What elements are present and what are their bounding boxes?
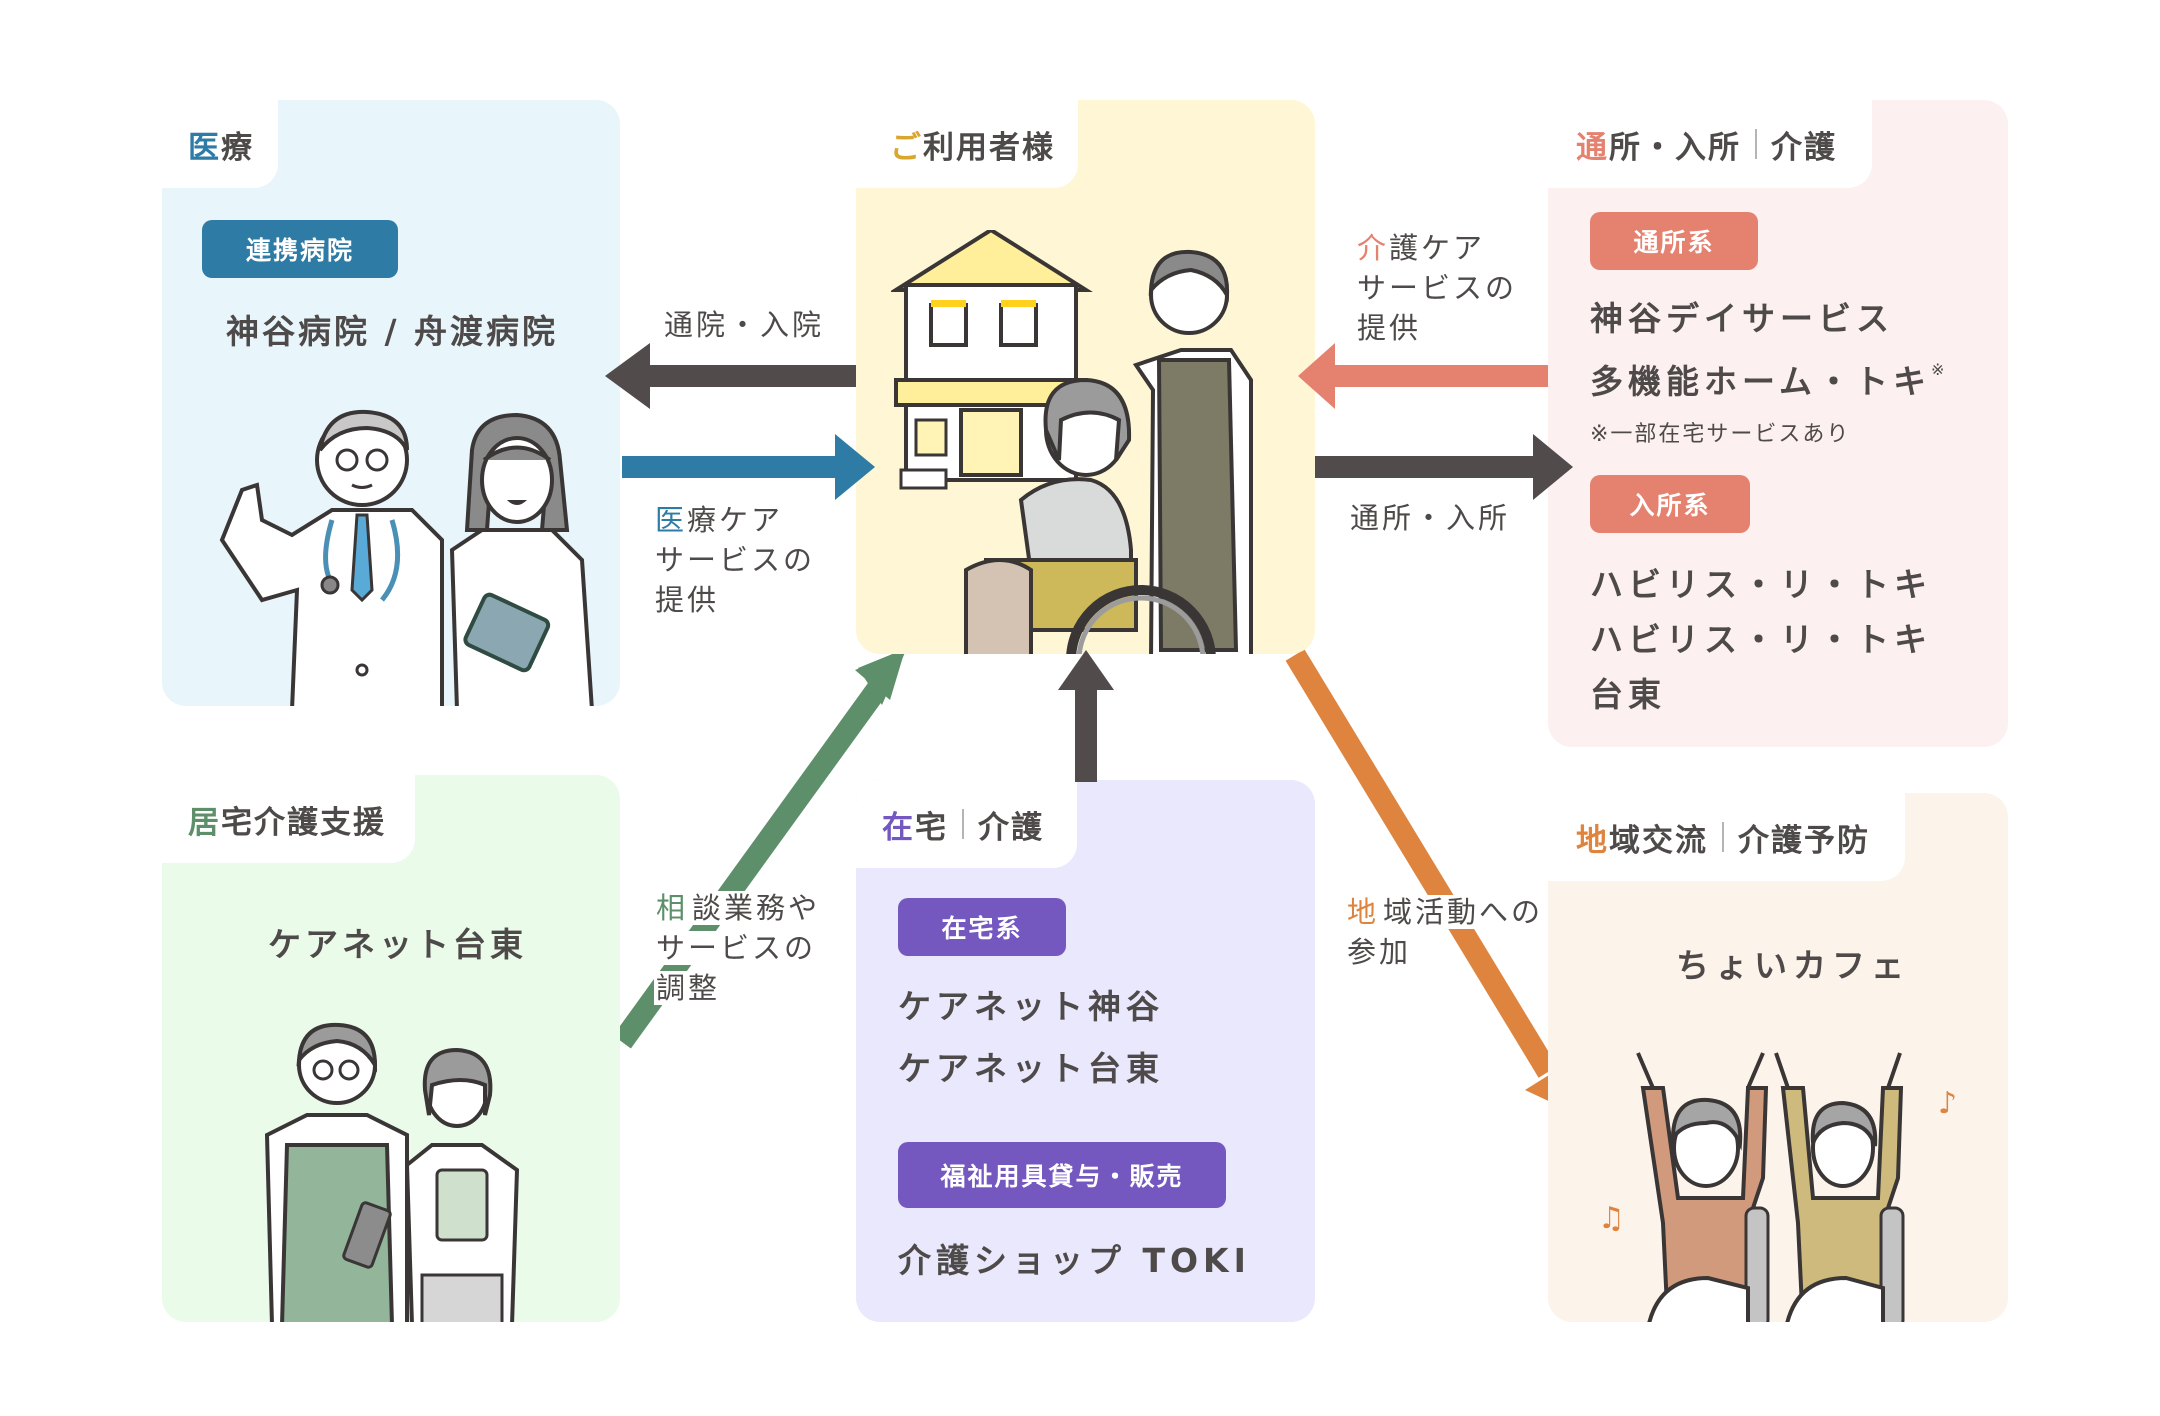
title-rest: 療 — [221, 129, 254, 166]
title-rest-1: 所・入所 — [1609, 129, 1741, 166]
home-item-1: ケアネット神谷 — [898, 987, 1164, 1026]
panel-home-title: 在宅介護 — [856, 780, 1077, 868]
label-day-stay: 通所・入所 — [1350, 501, 1511, 535]
title-accent: 通 — [1576, 129, 1609, 166]
title-separator — [962, 809, 964, 839]
panel-medical-title: 医療 — [162, 100, 278, 188]
label-hospital-visit: 通院・入院 — [664, 308, 825, 342]
panel-daycare: 通所・入所介護 通所系 神谷デイサービス 多機能ホーム・トキ※ ※一部在宅サービ… — [1548, 100, 2008, 747]
title-accent: 在 — [882, 809, 915, 846]
panel-medical: 医療 連携病院 神谷病院 / 舟渡病院 — [162, 100, 620, 706]
panel-daycare-title: 通所・入所介護 — [1548, 100, 1872, 188]
panel-homecare-support: 居宅介護支援 ケアネット台東 — [162, 775, 620, 1322]
label-line-2: サービスの — [1357, 271, 1518, 305]
panel-homecare-support-title: 居宅介護支援 — [162, 775, 415, 863]
label-nursing-care: 介護ケア サービスの 提供 — [1357, 228, 1517, 348]
label-line-1: 談業務や — [690, 891, 823, 925]
title-accent: ご — [890, 129, 923, 166]
title-rest-2: 介護予防 — [1738, 822, 1870, 859]
label-accent: 介 — [1357, 231, 1390, 265]
label-accent: 地 — [1345, 895, 1382, 929]
arrow-home-to-user — [1058, 650, 1114, 782]
arrow-nursing-care — [1298, 343, 1548, 409]
arrow-day-stay — [1315, 434, 1573, 500]
badge-day-services: 通所系 — [1590, 212, 1758, 270]
badge-home-services: 在宅系 — [898, 898, 1066, 956]
title-rest-1: 域交流 — [1609, 822, 1708, 859]
day-item-1: 神谷デイサービス — [1590, 299, 1894, 338]
title-rest: 利用者様 — [923, 129, 1055, 166]
music-notes-icon: ♫ — [1598, 1201, 1625, 1236]
seniors-exercising-illustration: ♪ ♫ — [1598, 1052, 1957, 1322]
label-line-2: サービスの — [654, 931, 819, 965]
label-line-3: 提供 — [655, 583, 720, 617]
label-line-1: 療ケア — [687, 503, 784, 537]
arrow-hospital-visit — [605, 343, 856, 409]
badge-partner-hospitals: 連携病院 — [202, 220, 398, 278]
panel-community: 地域交流介護予防 ちょいカフェ ♪ ♫ — [1548, 793, 2008, 1322]
arrow-community-activity — [1285, 649, 1572, 1112]
title-rest-1: 宅 — [915, 809, 948, 846]
welfare-item-1: 介護ショップ TOKI — [898, 1241, 1251, 1280]
badge-welfare-equipment: 福祉用具貸与・販売 — [898, 1142, 1226, 1208]
label-line-3: 提供 — [1357, 311, 1422, 345]
label-line-3: 調整 — [654, 971, 723, 1005]
panel-community-title: 地域交流介護予防 — [1548, 793, 1905, 881]
title-accent: 居 — [188, 804, 221, 841]
day-note: ※一部在宅サービスあり — [1590, 422, 1851, 447]
label-accent: 相 — [654, 891, 691, 925]
arrow-medical-care — [622, 434, 875, 500]
label-medical-care: 医療ケア サービスの 提供 — [655, 500, 815, 620]
title-accent: 地 — [1576, 822, 1609, 859]
title-accent: 医 — [188, 129, 221, 166]
panel-user-title: ご利用者様 — [856, 100, 1078, 188]
care-office-name: ケアネット台東 — [268, 925, 527, 964]
label-line-1: 域活動への — [1381, 895, 1546, 929]
title-rest: 宅介護支援 — [221, 804, 386, 841]
panel-home: 在宅介護 在宅系 ケアネット神谷 ケアネット台東 福祉用具貸与・販売 介護ショッ… — [856, 780, 1315, 1322]
title-rest-2: 介護 — [1771, 129, 1837, 166]
label-line-2: サービスの — [655, 543, 816, 577]
day-item-2-text: 多機能ホーム・トキ — [1590, 362, 1932, 401]
day-item-2: 多機能ホーム・トキ※ — [1590, 355, 1944, 403]
day-item-2-mark: ※ — [1931, 360, 1945, 379]
hospital-names: 神谷病院 / 舟渡病院 — [226, 312, 559, 351]
title-rest-2: 介護 — [978, 809, 1044, 846]
music-note-icon: ♪ — [1938, 1086, 1957, 1121]
label-line-1: 護ケア — [1389, 231, 1486, 265]
label-accent: 医 — [655, 503, 688, 537]
cafe-name: ちょいカフェ — [1676, 946, 1910, 985]
label-line-2: 参加 — [1345, 935, 1414, 969]
label-community-activity: 地域活動への 参加 — [1345, 892, 1546, 972]
home-item-2: ケアネット台東 — [898, 1049, 1164, 1088]
stay-item-1: ハビリス・リ・トキ — [1590, 565, 1932, 604]
doctor-and-nurse-illustration — [219, 409, 594, 706]
stay-item-2: ハビリス・リ・トキ — [1590, 620, 1932, 659]
title-separator — [1722, 822, 1724, 852]
label-consultation: 相談業務や サービスの 調整 — [654, 888, 823, 1008]
house-wheelchair-caregiver-illustration — [891, 230, 1253, 654]
badge-stay-services: 入所系 — [1590, 475, 1750, 533]
care-manager-staff-illustration — [264, 1022, 520, 1322]
stay-item-3: 台東 — [1590, 675, 1666, 714]
title-separator — [1755, 129, 1757, 159]
panel-user: ご利用者様 — [856, 100, 1315, 654]
